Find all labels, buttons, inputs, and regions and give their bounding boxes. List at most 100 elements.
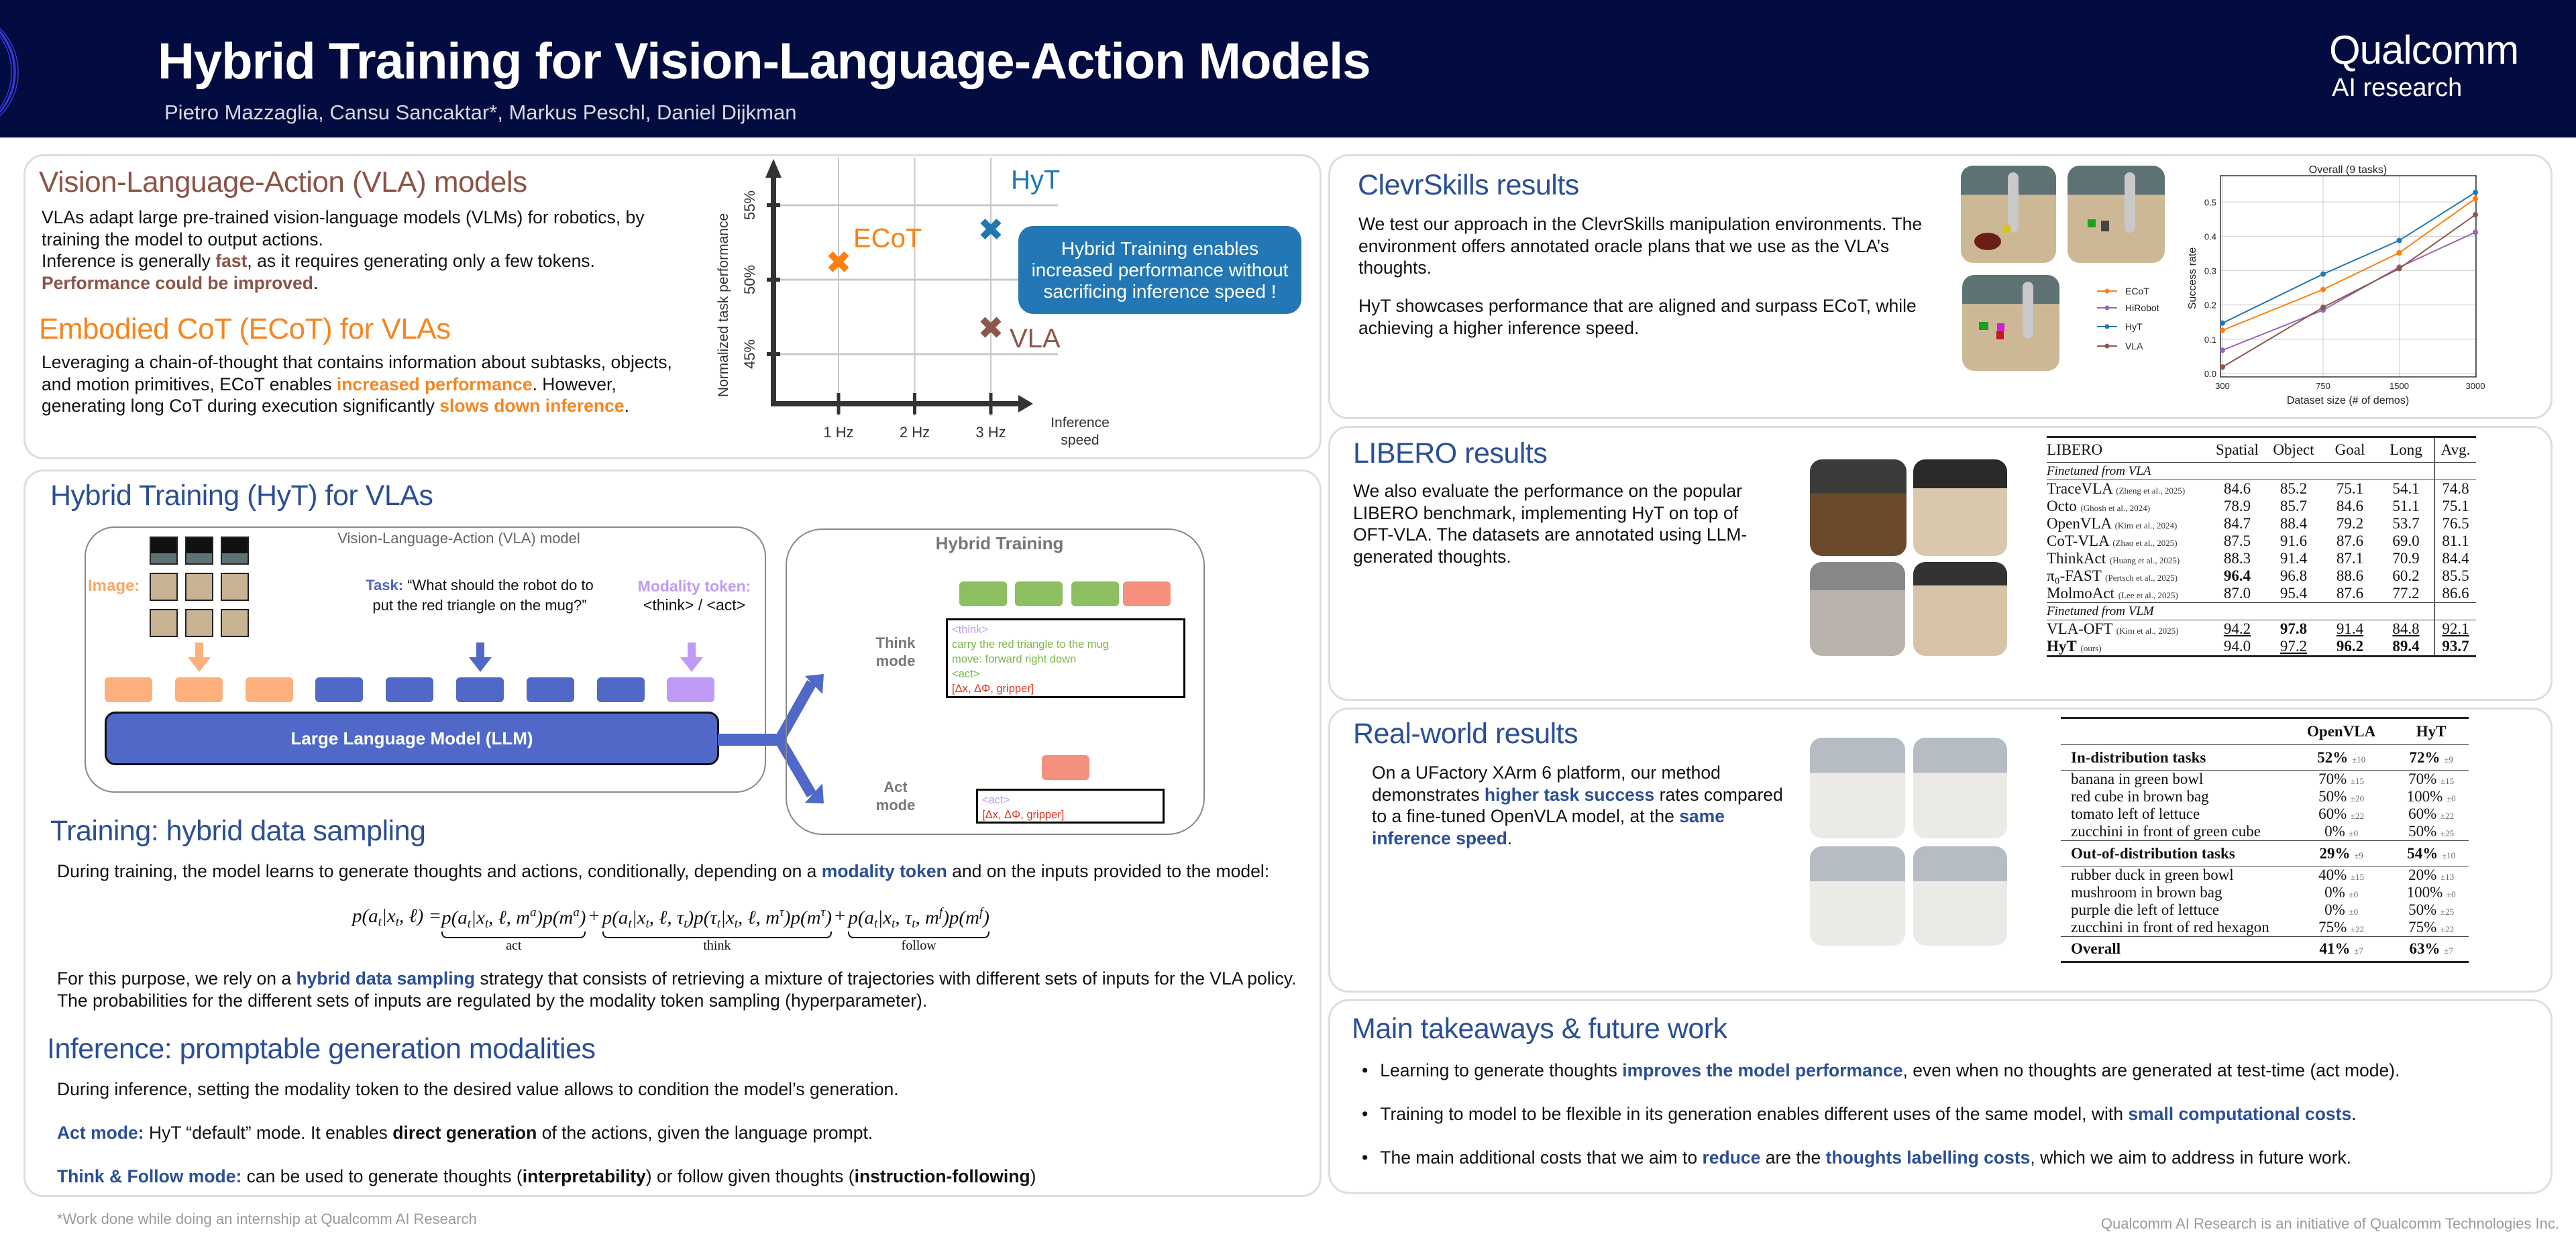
emphasis-text: t <box>912 916 916 931</box>
score-std: ±15 <box>2351 776 2365 786</box>
task-name: zucchini in front of red hexagon <box>2071 919 2269 936</box>
score-cell: 70.9 <box>2392 550 2420 567</box>
method-cell: ThinkAct (Huang et al., 2025) <box>2047 550 2209 567</box>
takeaways-panel <box>1328 999 2553 1194</box>
section-label: Out-of-distribution tasks <box>2071 844 2235 862</box>
column-header: Goal <box>2334 441 2365 458</box>
score-value: 72% <box>2409 748 2440 766</box>
score-value: 0% <box>2324 901 2345 918</box>
method-name: Octo <box>2047 498 2077 514</box>
score-std: ±0 <box>2447 889 2456 899</box>
text-segment: During inference, setting the modality t… <box>57 1079 899 1099</box>
image-patch <box>150 609 178 637</box>
legend-marker <box>2104 324 2110 329</box>
formula-act-term: p(at|xt, ℓ, ma)p(ma)act <box>441 905 586 954</box>
method-name: π₀-FAST <box>2047 567 2102 584</box>
text-segment: ) <box>983 907 989 929</box>
method-name: MolmoAct <box>2047 585 2114 602</box>
column-header <box>2061 718 2289 745</box>
realworld-scene-image <box>1913 738 2007 838</box>
image-patch <box>221 573 249 601</box>
text-segment: , which we aim to address in future work… <box>2030 1147 2352 1168</box>
text-segment: , ℓ, m <box>738 907 780 929</box>
score-cell: 0% ±0 <box>2289 901 2394 919</box>
text-segment: of the actions, given the language promp… <box>537 1123 873 1143</box>
y-tick-label: 0.2 <box>2204 300 2216 311</box>
text-segment: )p(τ <box>687 907 717 929</box>
emphasis-text: Think & Follow mode: <box>57 1166 242 1186</box>
text-segment: )p(m <box>536 907 574 929</box>
overall-label: Overall <box>2071 940 2121 957</box>
poster-title: Hybrid Training for Vision-Language-Acti… <box>158 33 1371 90</box>
legend-label: VLA <box>2125 341 2143 351</box>
libero-scene-image <box>1810 562 1905 656</box>
series-line-hyt <box>2222 192 2476 324</box>
x-tick-label: 1500 <box>2390 381 2409 391</box>
score-cell: 84.6 <box>2223 480 2251 497</box>
score-cell: 91.4 <box>2336 620 2364 637</box>
score-cell: 50% ±20 <box>2289 788 2394 805</box>
hybrid-training-box <box>786 528 1205 835</box>
takeaway-text: Learning to generate thoughts improves t… <box>1380 1060 2400 1080</box>
realworld-scene-image <box>1810 738 1905 838</box>
task-text: “What should the robot do to put the red… <box>372 577 594 614</box>
task-name: red cube in brown bag <box>2071 788 2209 805</box>
score-cell: 76.5 <box>2434 515 2476 532</box>
score-cell: 97.8 <box>2279 620 2308 637</box>
column-header: Avg. <box>2434 437 2476 463</box>
emphasis-text: t <box>716 916 720 931</box>
image-patch <box>185 609 213 637</box>
y-axis-label: Success rate <box>2187 247 2198 310</box>
task-name: mushroom in brown bag <box>2071 884 2222 901</box>
emphasis-text: t <box>395 915 400 930</box>
takeaway-text: Training to model to be flexible in its … <box>1380 1104 2356 1124</box>
score-cell: 75.1 <box>2336 480 2364 497</box>
poster-header: Hybrid Training for Vision-Language-Acti… <box>0 0 2576 137</box>
thought-token <box>1071 581 1119 606</box>
score-value: 54% <box>2407 844 2438 862</box>
score-cell: 60.2 <box>2392 567 2420 584</box>
emphasis-text: a <box>530 905 537 919</box>
score-cell: 87.0 <box>2223 585 2251 602</box>
emphasis-text: fast <box>215 251 248 271</box>
score-cell: 85.2 <box>2279 480 2308 497</box>
score-cell: 60% ±22 <box>2289 805 2394 823</box>
score-cell: 85.7 <box>2279 498 2308 514</box>
follow-term: p(at|xt, τt, mf)p(mf) <box>848 905 989 932</box>
score-value: 50% <box>2318 788 2347 805</box>
realworld-scene-image <box>1913 846 2007 946</box>
libero-scene-image <box>1810 459 1907 556</box>
emphasis-text: increased performance <box>336 374 533 394</box>
text-segment: ) or follow given thoughts ( <box>645 1166 855 1186</box>
score-cell: 54% ±10 <box>2394 841 2469 866</box>
score-value: 0% <box>2324 823 2345 840</box>
image-token <box>105 677 152 702</box>
score-value: 20% <box>2408 866 2437 883</box>
qualcomm-logo: Qualcomm <box>2329 27 2519 72</box>
image-patch <box>221 609 249 637</box>
image-patch <box>221 537 249 565</box>
realworld-heading: Real-world results <box>1353 718 1578 750</box>
score-cell: 53.7 <box>2392 515 2420 532</box>
score-cell: 41% ±7 <box>2289 937 2394 962</box>
think-follow-paragraph: Think & Follow mode: can be used to gene… <box>57 1166 1311 1188</box>
method-cell: VLA-OFT (Kim et al., 2025) <box>2047 620 2209 638</box>
score-std: ±0 <box>2447 793 2456 803</box>
score-std: ±0 <box>2349 889 2359 899</box>
score-value: 50% <box>2408 901 2437 918</box>
emphasis-text: improves the model performance <box>1622 1060 1903 1080</box>
action-line: [Δx, ΔΦ, gripper] <box>982 809 1065 821</box>
score-cell: 0% ±0 <box>2289 823 2394 841</box>
data-point <box>2320 271 2326 277</box>
series-line-vla <box>2222 214 2476 368</box>
takeaway-item: •Learning to generate thoughts improves … <box>1362 1060 2542 1082</box>
